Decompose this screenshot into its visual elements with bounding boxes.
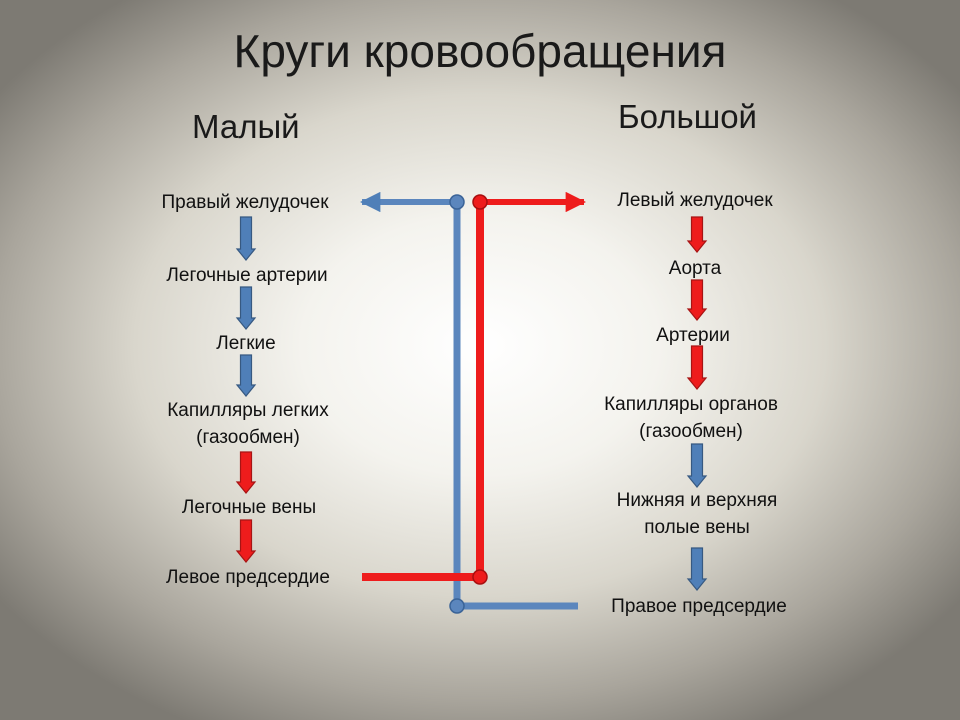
small-circle-heading: Малый — [192, 108, 300, 145]
label-organ-capillaries: Капилляры органов(газообмен) — [604, 394, 778, 442]
blue-joint-bottom — [449, 598, 465, 614]
blue-vessel-path — [359, 191, 578, 614]
label-pulmonary-veins: Легочные вены — [181, 497, 317, 518]
large-circle-down-arrow — [686, 547, 708, 591]
blue-joint-top — [449, 194, 465, 210]
small-circle-down-arrow — [235, 216, 257, 261]
small-circle-down-arrow — [235, 354, 257, 397]
large-circle-down-arrow — [686, 443, 708, 488]
label-aorta: Аорта — [668, 258, 722, 279]
red-joint-top — [472, 194, 488, 210]
label-lung-capillaries: Капилляры легких(газообмен) — [167, 400, 329, 448]
label-pulmonary-arteries: Легочные артерии — [166, 265, 328, 286]
label-right-atrium: Правое предсердие — [611, 596, 787, 617]
label-lungs: Легкие — [216, 333, 276, 354]
label-left-atrium: Левое предсердие — [166, 567, 330, 588]
small-circle-down-arrow — [235, 519, 257, 563]
small-circle-arrows — [235, 216, 257, 563]
slide-title: Круги кровообращения — [233, 25, 727, 77]
label-left-ventricle: Левый желудочек — [617, 190, 773, 211]
red-joint-bottom — [472, 569, 488, 585]
label-arteries: Артерии — [656, 325, 730, 346]
large-circle-down-arrow — [686, 216, 708, 253]
red-vessel-path — [362, 191, 587, 585]
label-right-ventricle: Правый желудочек — [161, 192, 329, 213]
large-circle-down-arrow — [686, 345, 708, 390]
small-circle-down-arrow — [235, 451, 257, 494]
large-circle-down-arrow — [686, 279, 708, 321]
large-circle-arrows — [686, 216, 708, 591]
small-circle-down-arrow — [235, 286, 257, 330]
large-circle-heading: Большой — [618, 98, 757, 135]
